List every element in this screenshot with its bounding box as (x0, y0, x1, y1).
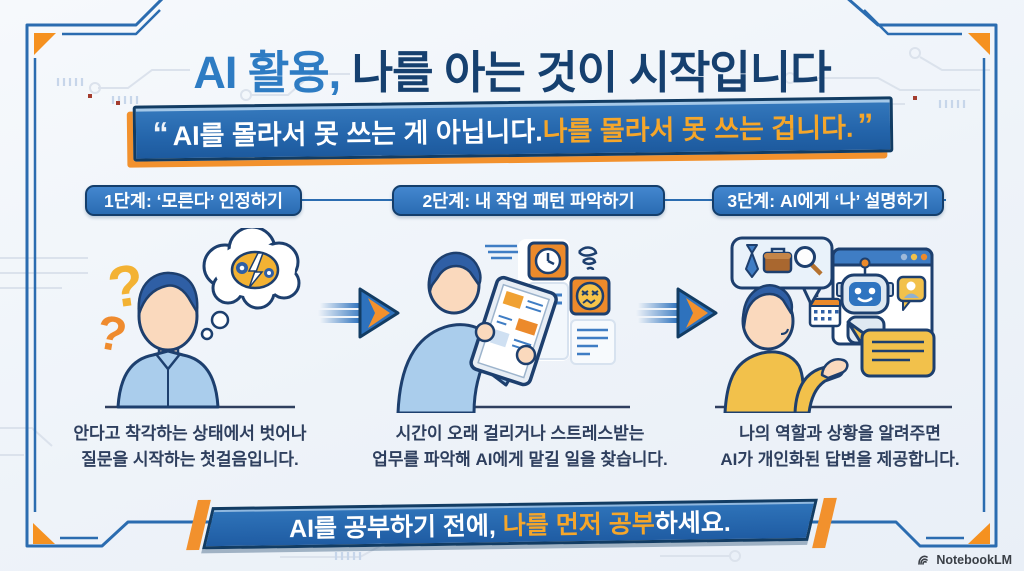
quote-close-mark: ” (857, 106, 874, 143)
footer-banner: AI를 공부하기 전에, 나를 먼저 공부하세요. (202, 498, 818, 550)
step3-illustration (715, 236, 952, 413)
quote-banner: “ AI를 몰라서 못 쓰는 게 아닙니다. 나를 몰라서 못 쓰는 겁니다. … (132, 96, 894, 162)
step2-caption-line1: 시간이 오래 걸리거나 스트레스받는 (395, 424, 645, 443)
motion-lines (485, 244, 520, 260)
step3-caption: 나의 역할과 상황을 알려주면 AI가 개인화된 답변을 제공합니다. (675, 421, 1005, 472)
quote-orange-text: 나를 몰라서 못 쓰는 겁니다. (542, 112, 854, 147)
footer-white-2: 하세요. (654, 508, 732, 538)
thought-bubble-icon (200, 228, 301, 341)
title-rest: 나를 아는 것이 시작입니다 (340, 47, 832, 98)
step1-caption-line2: 질문을 시작하는 첫걸음입니다. (81, 449, 299, 469)
hand (515, 344, 537, 366)
magnifier-icon (794, 246, 823, 276)
tie-icon (745, 244, 759, 278)
step2-caption-line2: 업무를 파악해 AI에게 맡길 일을 찾습니다. (372, 449, 668, 469)
right-arrow-icon (318, 287, 400, 339)
page-title: AI 활용, 나를 아는 것이 시작입니다 (0, 36, 1024, 101)
step2-caption: 시간이 오래 걸리거나 스트레스받는 업무를 파악해 AI에게 맡길 일을 찾습… (355, 421, 685, 472)
step3-label: 3단계: AI에게 ‘나’ 설명하기 (727, 191, 929, 211)
watermark-label: NotebookLM (936, 552, 1012, 567)
step3-header: 3단계: AI에게 ‘나’ 설명하기 (712, 185, 944, 216)
step1-caption-line1: 안다고 착각하는 상태에서 벗어나 (73, 424, 307, 443)
speech-bubble-icon (846, 320, 936, 378)
clock-icon (527, 241, 569, 281)
step1-caption: 안다고 착각하는 상태에서 벗어나 질문을 시작하는 첫걸음입니다. (25, 421, 355, 472)
corner-triangles (33, 33, 990, 544)
person-figure (116, 271, 220, 409)
task-card (570, 319, 616, 365)
circuit-dots (88, 94, 917, 105)
hand (474, 321, 496, 343)
stress-squiggle-icon (578, 246, 598, 271)
angry-face-icon (569, 276, 611, 316)
step2-header: 2단계: 내 작업 패턴 파악하기 (392, 185, 665, 216)
notebooklm-logo-icon (918, 555, 929, 565)
speech-bubble-icon (730, 236, 834, 306)
quote-white-text: AI를 몰라서 못 쓰는 게 아닙니다. (172, 116, 543, 151)
footer-white-1: AI를 공부하기 전에, (289, 512, 504, 544)
right-arrow-icon (636, 287, 718, 339)
step1-header: 1단계: ‘모른다’ 인정하기 (85, 185, 302, 216)
watermark: NotebookLM (917, 552, 1012, 567)
circuit-ticks (56, 78, 966, 560)
step2-label: 2단계: 내 작업 패턴 파악하기 (422, 191, 635, 211)
step3-caption-line1: 나의 역할과 상황을 알려주면 (739, 424, 941, 443)
step1-illustration: ? ? (93, 228, 301, 409)
brain-icon (230, 250, 280, 290)
step2-illustration (396, 239, 630, 413)
quote-open-mark: “ (152, 114, 169, 151)
briefcase-icon (762, 247, 793, 274)
person-figure (723, 284, 849, 413)
footer-orange: 나를 먼저 공부 (502, 509, 656, 541)
contact-bubble-icon (896, 275, 927, 311)
question-mark-icon: ? (93, 306, 131, 363)
step1-label: 1단계: ‘모른다’ 인정하기 (104, 191, 283, 211)
title-highlight: AI 활용, (193, 47, 341, 98)
step3-caption-line2: AI가 개인화된 답변을 제공합니다. (720, 449, 960, 469)
